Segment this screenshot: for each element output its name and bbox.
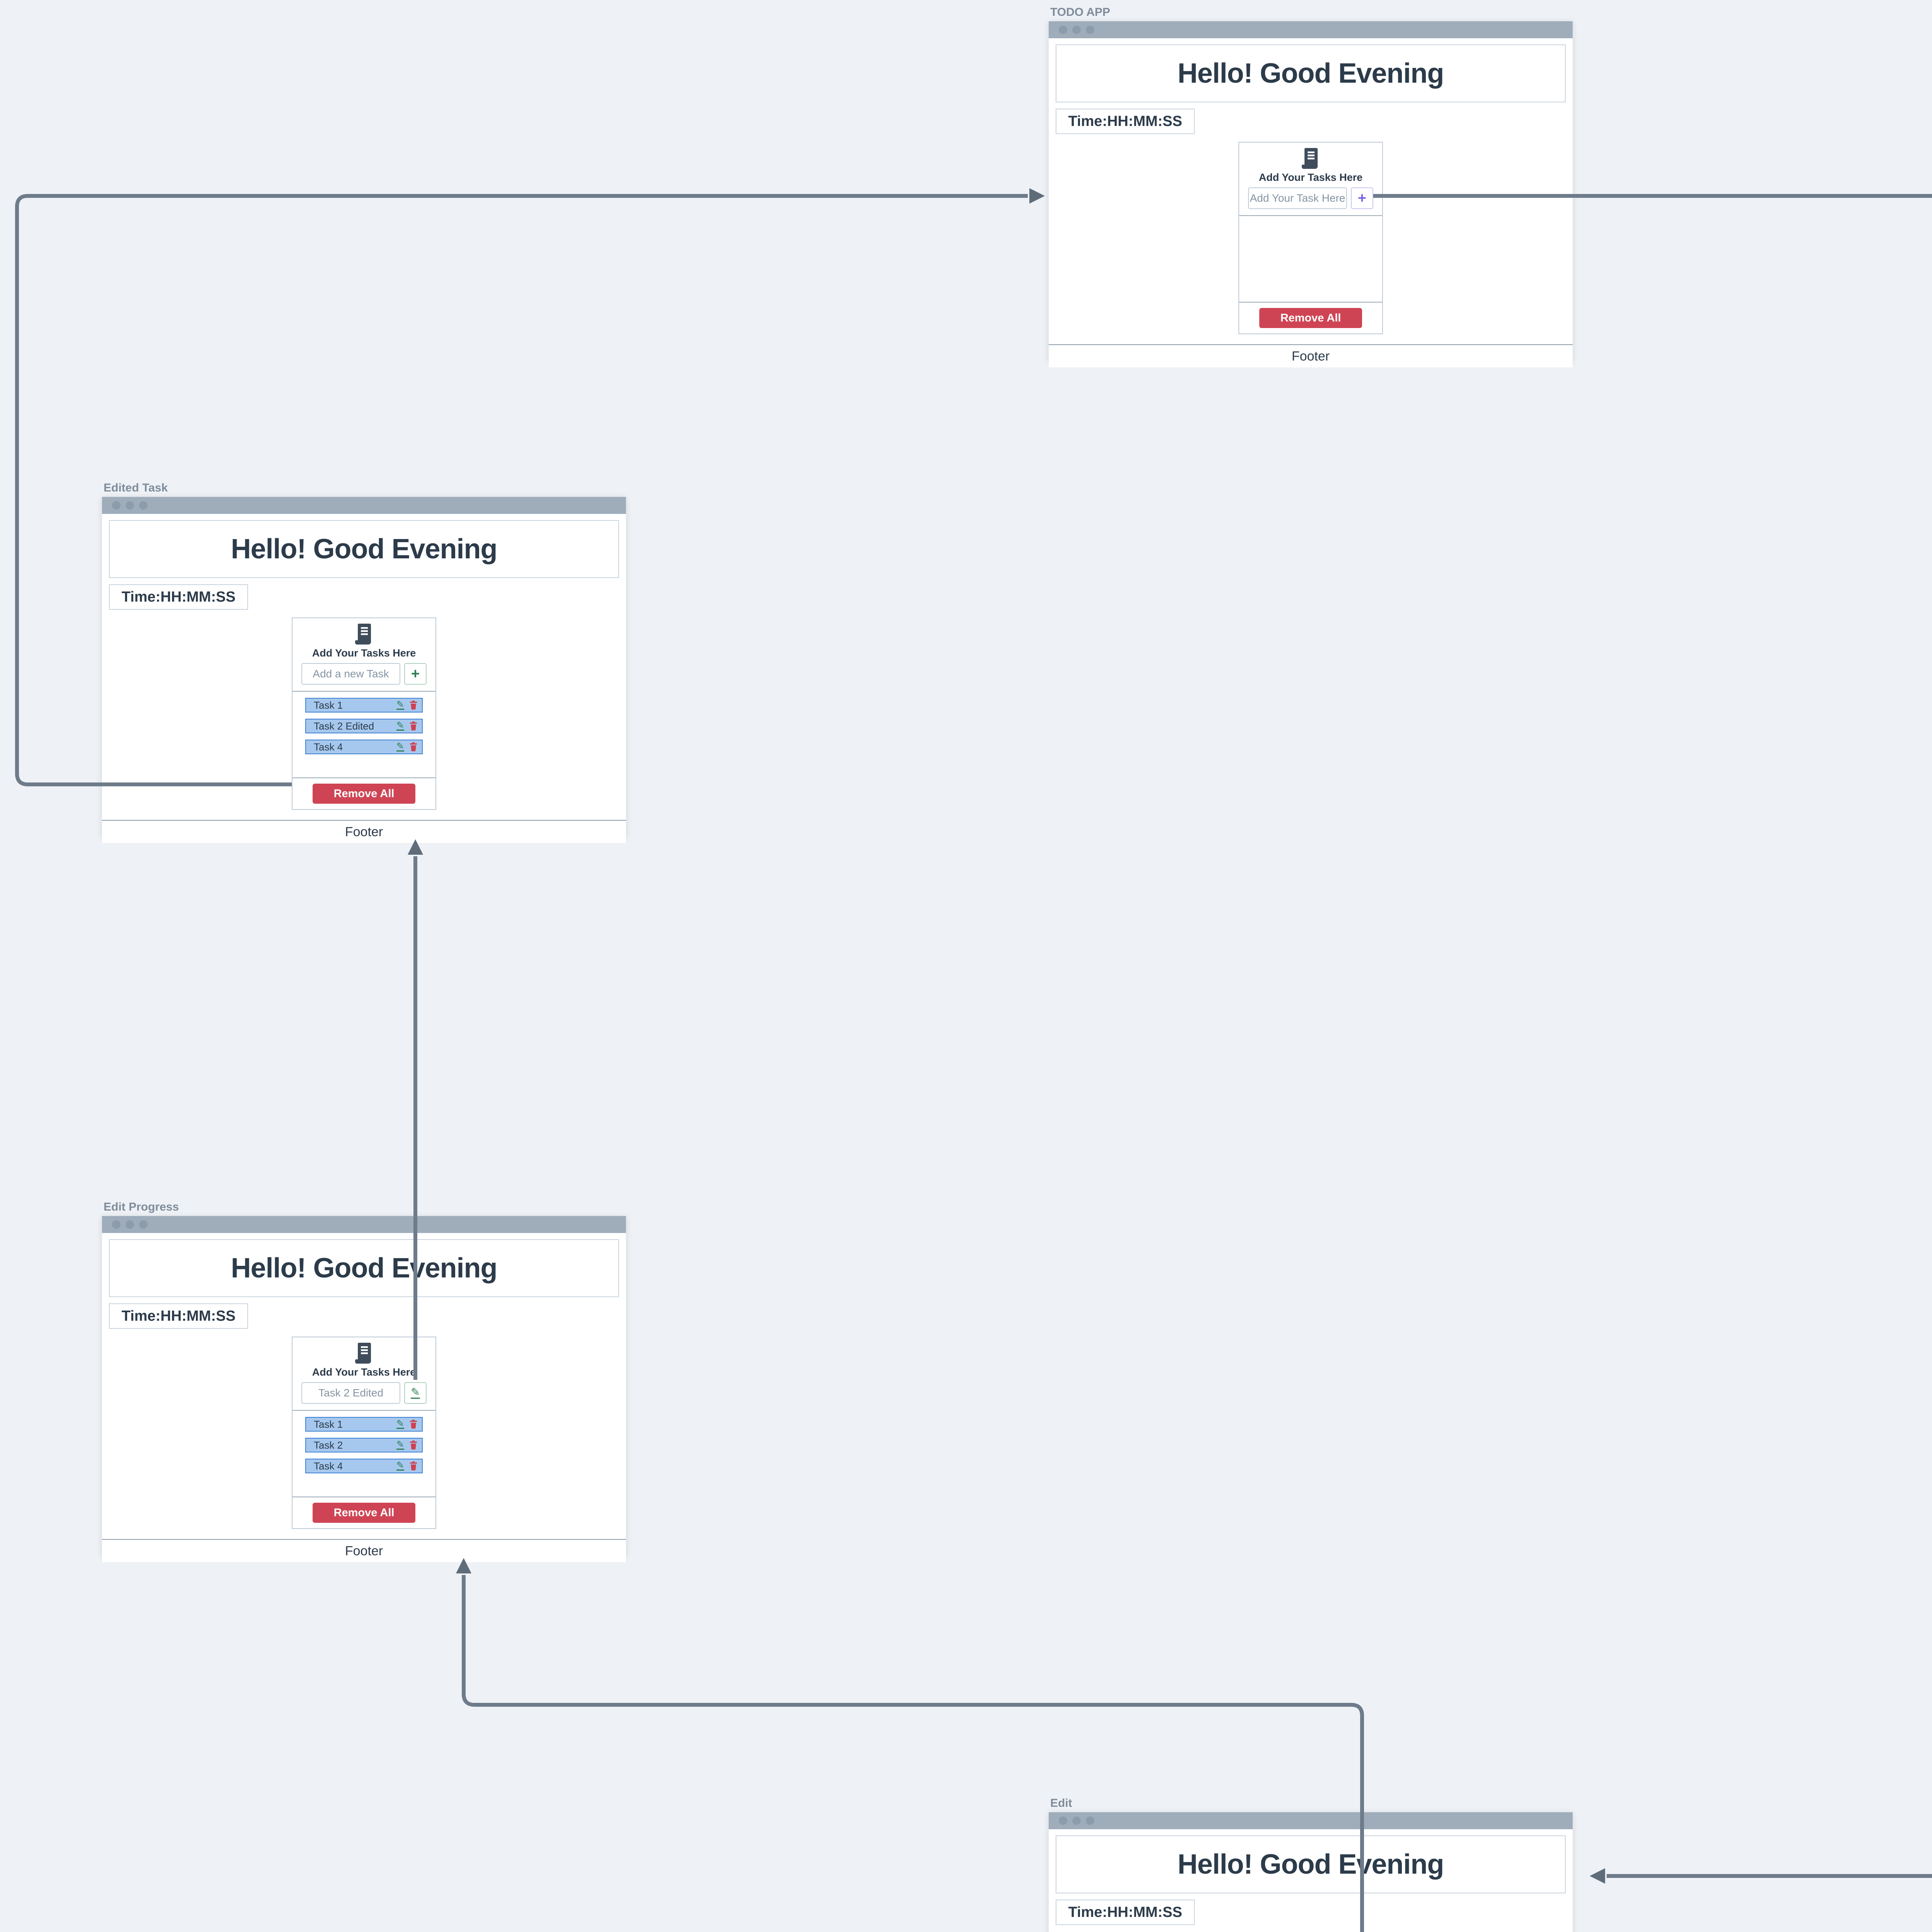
task-input-row: +	[301, 663, 427, 685]
arrowhead-right-todo	[1029, 188, 1045, 204]
window-title: TODO APP	[1050, 6, 1111, 19]
window-todo-app: TODO APP Hello! Good Evening Time:HH:MM:…	[1049, 6, 1573, 367]
edit-pen-icon[interactable]: ✎	[396, 741, 404, 752]
window-dot-icon	[1072, 26, 1081, 34]
panel-caption: Add Your Tasks Here	[312, 1366, 416, 1378]
window-edit-progress: Edit Progress Hello! Good Evening Time:H…	[102, 1201, 626, 1562]
task-row[interactable]: Task 1 ✎	[305, 1417, 423, 1432]
task-list: Task 1 ✎ Task 2 Edited ✎ Task 4 ✎	[293, 692, 435, 771]
task-label: Task 1	[314, 1418, 343, 1430]
task-panel: Add Your Tasks Here + Remove All	[1238, 142, 1383, 334]
greeting-header: Hello! Good Evening	[1056, 44, 1566, 102]
edit-pen-icon[interactable]: ✎	[396, 1439, 404, 1450]
arrowhead-left-edit	[1590, 1868, 1605, 1884]
greeting-header: Hello! Good Evening	[109, 520, 619, 578]
add-task-button[interactable]: +	[1351, 187, 1373, 209]
browser-titlebar	[102, 497, 626, 514]
remove-all-button[interactable]: Remove All	[1259, 308, 1362, 328]
window-dot-icon	[1086, 1816, 1094, 1825]
plus-icon: +	[411, 666, 420, 682]
browser-titlebar	[1049, 1812, 1573, 1829]
task-list: Task 1 ✎ Task 2 ✎ Task 4 ✎	[293, 1411, 435, 1490]
task-input[interactable]	[301, 663, 400, 685]
footer: Footer	[102, 820, 626, 843]
trash-icon[interactable]	[410, 1461, 417, 1471]
task-row[interactable]: Task 2 Edited ✎	[305, 719, 423, 733]
clock-display: Time:HH:MM:SS	[1056, 1900, 1195, 1925]
window-title: Edited Task	[104, 481, 168, 494]
task-row[interactable]: Task 2 ✎	[305, 1438, 423, 1452]
window-dot-icon	[126, 501, 134, 510]
window-edit: Edit Hello! Good Evening Time:HH:MM:SS A…	[1049, 1797, 1573, 1932]
footer: Footer	[1049, 344, 1573, 367]
pen-icon: ✎	[411, 1386, 420, 1399]
window-dot-icon	[1072, 1816, 1081, 1825]
trash-icon[interactable]	[410, 701, 417, 710]
task-edit-input[interactable]	[301, 1382, 400, 1404]
task-input-row: +	[1248, 187, 1373, 209]
window-dot-icon	[112, 501, 121, 510]
clock-display: Time:HH:MM:SS	[109, 584, 248, 610]
window-dot-icon	[1059, 26, 1067, 34]
trash-icon[interactable]	[410, 1440, 417, 1450]
edit-pen-icon[interactable]: ✎	[396, 1460, 404, 1471]
clock-display: Time:HH:MM:SS	[109, 1303, 248, 1329]
panel-divider	[1239, 215, 1382, 216]
task-label: Task 1	[314, 699, 343, 711]
confirm-edit-button[interactable]: ✎	[404, 1382, 427, 1404]
plus-icon: +	[1357, 190, 1367, 206]
window-body: Hello! Good Evening Time:HH:MM:SS Add Yo…	[102, 1239, 626, 1562]
window-body: Hello! Good Evening Time:HH:MM:SS Add Yo…	[102, 520, 626, 843]
task-row[interactable]: Task 1 ✎	[305, 698, 423, 713]
panel-caption: Add Your Tasks Here	[1259, 172, 1363, 183]
task-input-row: ✎	[301, 1382, 427, 1404]
trash-icon[interactable]	[410, 742, 417, 752]
browser-titlebar	[1049, 21, 1573, 38]
window-body: Hello! Good Evening Time:HH:MM:SS Add Yo…	[1049, 1835, 1573, 1932]
tasks-scroll-icon	[355, 624, 371, 645]
window-dot-icon	[139, 1220, 148, 1229]
task-label: Task 4	[314, 1460, 343, 1472]
task-label: Task 4	[314, 741, 343, 753]
panel-divider	[1239, 302, 1382, 303]
edit-pen-icon[interactable]: ✎	[396, 720, 404, 731]
browser-titlebar	[102, 1216, 626, 1233]
greeting-header: Hello! Good Evening	[1056, 1835, 1566, 1893]
task-panel: Add Your Tasks Here + Task 1✎Task 2 Edit…	[292, 617, 436, 810]
greeting-header: Hello! Good Evening	[109, 1239, 619, 1297]
window-dot-icon	[1086, 26, 1094, 34]
task-label: Task 2	[314, 1439, 343, 1451]
window-edited-task: Edited Task Hello! Good Evening Time:HH:…	[102, 481, 626, 843]
task-row[interactable]: Task 4 ✎	[305, 740, 423, 754]
clock-display: Time:HH:MM:SS	[1056, 109, 1195, 134]
window-dot-icon	[112, 1220, 121, 1229]
remove-all-button[interactable]: Remove All	[313, 1503, 415, 1523]
task-panel: Add Your Tasks Here ✎ Task 1✎Task 2✎Task…	[292, 1337, 436, 1529]
window-title: Edit Progress	[104, 1201, 179, 1213]
window-title: Edit	[1050, 1797, 1072, 1810]
tasks-scroll-icon	[355, 1343, 371, 1364]
footer: Footer	[102, 1539, 626, 1562]
task-row[interactable]: Task 4 ✎	[305, 1459, 423, 1473]
task-label: Task 2 Edited	[314, 720, 374, 732]
trash-icon[interactable]	[410, 721, 417, 731]
add-task-button[interactable]: +	[404, 663, 427, 685]
edit-pen-icon[interactable]: ✎	[396, 699, 404, 710]
window-dot-icon	[1059, 1816, 1067, 1825]
edit-pen-icon[interactable]: ✎	[396, 1418, 404, 1429]
panel-caption: Add Your Tasks Here	[312, 647, 416, 659]
connector-edit	[1607, 1874, 1932, 1878]
task-list	[1239, 216, 1382, 296]
panel-divider	[293, 777, 435, 778]
window-dot-icon	[139, 501, 148, 510]
window-dot-icon	[126, 1220, 134, 1229]
tasks-scroll-icon	[1301, 148, 1318, 169]
task-input[interactable]	[1248, 187, 1347, 209]
window-body: Hello! Good Evening Time:HH:MM:SS Add Yo…	[1049, 44, 1573, 367]
remove-all-button[interactable]: Remove All	[313, 784, 415, 804]
trash-icon[interactable]	[410, 1420, 417, 1429]
panel-divider	[293, 1410, 435, 1411]
